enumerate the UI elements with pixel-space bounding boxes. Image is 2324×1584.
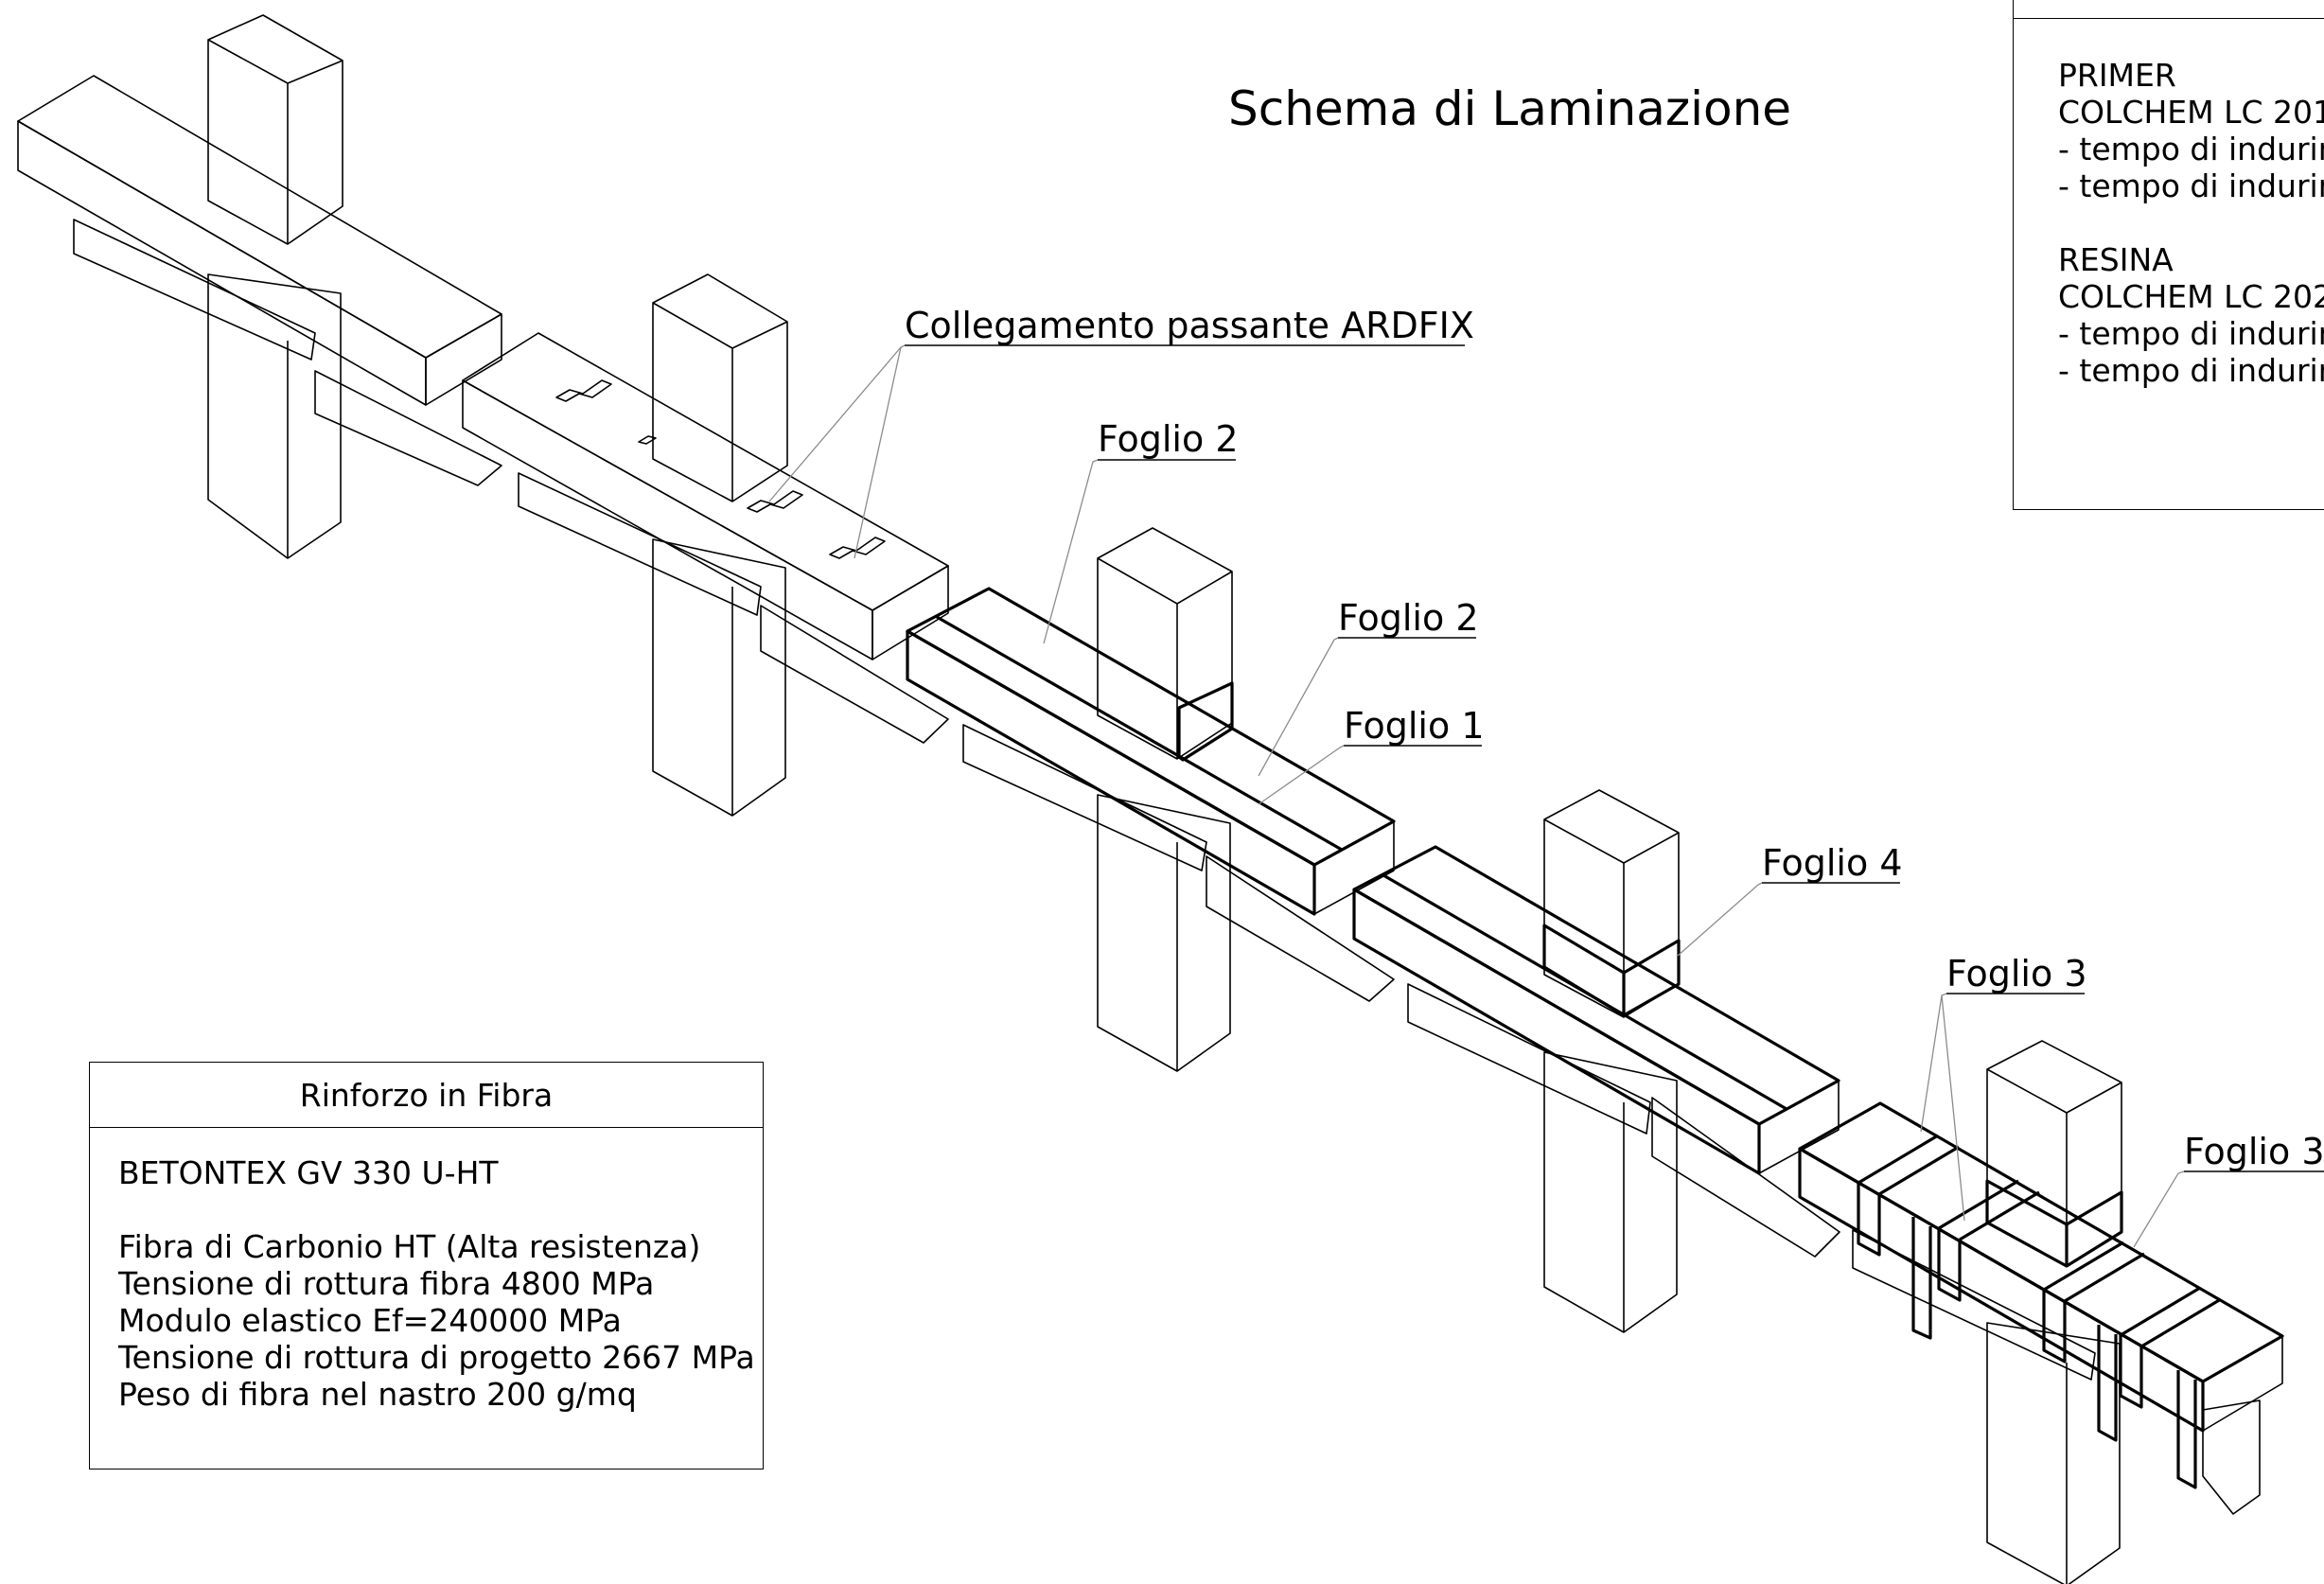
column-below xyxy=(1097,794,1231,1072)
svg-text:Foglio 1: Foglio 1 xyxy=(1344,705,1485,747)
column-above xyxy=(652,273,788,502)
wrapped-beam-top[interactable] xyxy=(1352,845,1840,1126)
beam-column-node-4 xyxy=(1352,789,1840,1333)
label-ardfix: Collegamento passante ARDFIX xyxy=(768,305,1474,559)
svg-text:Foglio 4: Foglio 4 xyxy=(1762,842,1903,884)
svg-text:Collegamento passante ARDFIX: Collegamento passante ARDFIX xyxy=(905,305,1474,346)
fibre-spec: Tensione di rottura di progetto 2667 MPa xyxy=(118,1339,755,1376)
fibre-box-header: Rinforzo in Fibra xyxy=(90,1063,763,1128)
ardfix-anchor xyxy=(829,537,886,559)
column-wrap-sheet[interactable] xyxy=(1985,1179,2123,1268)
label-foglio3-b: Foglio 3 xyxy=(2133,1131,2324,1248)
label-foglio4: Foglio 4 xyxy=(1677,842,1903,957)
resin-info-box: PRIMER COLCHEM LC 201 - tempo di indurim… xyxy=(2013,0,2324,510)
beam-front-face xyxy=(17,120,427,406)
resin-note: - tempo di indurim xyxy=(2058,352,2324,389)
transverse-beam-end xyxy=(314,370,502,486)
label-foglio2-a: Foglio 2 xyxy=(1043,418,1239,644)
beam-column-node-3 xyxy=(906,527,1396,1072)
beam-top-face xyxy=(462,332,949,611)
transverse-beam xyxy=(962,724,1207,871)
column-above xyxy=(207,14,343,245)
transverse-beam xyxy=(1852,1229,2096,1381)
wrapped-beam-front[interactable] xyxy=(906,629,1316,916)
column-below xyxy=(207,273,342,559)
ardfix-anchor xyxy=(638,435,657,445)
ardfix-anchor xyxy=(555,379,612,402)
label-foglio3-a: Foglio 3 xyxy=(1920,953,2087,1222)
transverse-beam-end xyxy=(1206,855,1395,1002)
u-wrap-strips xyxy=(1857,1134,2222,1489)
column-below xyxy=(652,538,786,817)
label-foglio1: Foglio 1 xyxy=(1258,705,1485,805)
fibre-spec: Modulo elastico Ef=240000 MPa xyxy=(118,1302,622,1339)
svg-text:Foglio 3: Foglio 3 xyxy=(1946,953,2087,994)
ardfix-anchor xyxy=(747,490,803,513)
primer-heading: PRIMER xyxy=(2058,57,2176,94)
label-foglio2-b: Foglio 2 xyxy=(1258,597,1479,777)
resin-note: - tempo di indurim xyxy=(2058,315,2324,352)
beam-end-face xyxy=(425,313,502,406)
fibre-spec: Fibra di Carbonio HT (Alta resistenza) xyxy=(118,1228,701,1265)
drawing-title: Schema di Laminazione xyxy=(1228,81,1791,136)
beam-column-node-1 xyxy=(17,14,502,559)
primer-note: - tempo di indurim xyxy=(2058,131,2324,167)
beam-end-face xyxy=(872,565,949,660)
beam-end-face xyxy=(1758,1080,1840,1174)
sheet-edge xyxy=(936,615,1343,852)
fibre-product: BETONTEX GV 330 U-HT xyxy=(118,1154,499,1191)
beam-column-node-2 xyxy=(462,273,949,817)
transverse-beam-end xyxy=(1651,1097,1840,1258)
resin-product: COLCHEM LC 202 xyxy=(2058,278,2324,315)
beam-end-face xyxy=(2202,1335,2283,1432)
column-above xyxy=(1097,527,1233,760)
beam-top-face xyxy=(17,75,502,359)
beam-end-face xyxy=(1313,820,1395,915)
wrapped-beam-top[interactable] xyxy=(906,587,1396,867)
fibre-spec: Peso di fibra nel nastro 200 g/mq xyxy=(118,1376,637,1413)
column-above xyxy=(1543,789,1680,1018)
primer-product: COLCHEM LC 201 xyxy=(2058,94,2324,131)
column-below xyxy=(1543,1051,1678,1333)
transverse-beam-end xyxy=(760,605,949,744)
primer-note: - tempo di indurim xyxy=(2058,167,2324,204)
transverse-beam xyxy=(518,472,762,616)
transverse-beam-end xyxy=(2202,1399,2261,1515)
beam-front-face xyxy=(462,379,873,660)
resin-heading: RESINA xyxy=(2058,241,2174,278)
svg-text:Foglio 2: Foglio 2 xyxy=(1338,597,1479,639)
fibre-spec: Tensione di rottura fibra 4800 MPa xyxy=(118,1265,655,1302)
beam-column-node-5 xyxy=(1798,1040,2284,1584)
fibre-info-box: Rinforzo in Fibra BETONTEX GV 330 U-HT F… xyxy=(89,1062,764,1470)
column-wrap-sheet[interactable] xyxy=(1542,924,1681,1017)
svg-text:Foglio 3: Foglio 3 xyxy=(2184,1131,2324,1172)
transverse-beam xyxy=(1407,983,1651,1135)
transverse-beam xyxy=(73,219,316,361)
svg-text:Foglio 2: Foglio 2 xyxy=(1098,418,1239,460)
column-wrap-sheet[interactable] xyxy=(1177,681,1234,762)
